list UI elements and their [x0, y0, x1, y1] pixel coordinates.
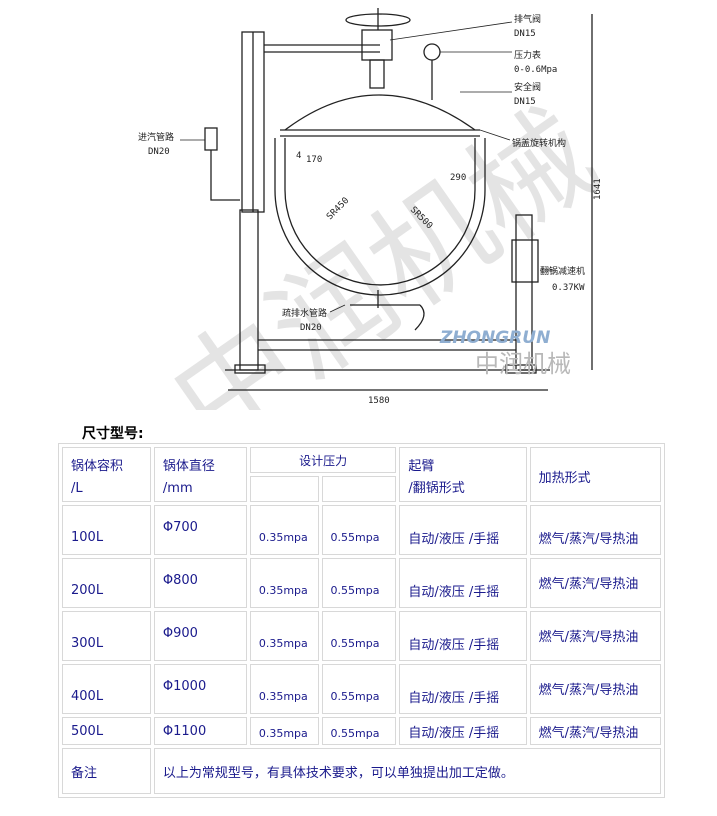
- header-diameter: 锅体直径 /mm: [153, 447, 247, 502]
- header-pressure-sub-1: [249, 476, 319, 502]
- gauge-label: 压力表: [514, 49, 541, 61]
- dim-290: 290: [450, 173, 466, 183]
- dim-sr450: SR450: [325, 196, 351, 222]
- header-pressure: 设计压力: [249, 447, 397, 473]
- dim-height: 1641: [593, 178, 603, 200]
- brand-en: ZHONGRUN: [439, 328, 550, 348]
- tilt-motor: [511, 239, 539, 283]
- note-row: 备注 以上为常规型号，有具体技术要求，可以单独提出加工定做。: [62, 748, 661, 794]
- steam-dn-label: DN20: [148, 147, 170, 157]
- table-row: 500L Φ1100 0.35mpa 0.55mpa 自动/液压 /手摇 燃气/…: [62, 717, 661, 745]
- table-row: 300L Φ900 0.35mpa 0.55mpa 自动/液压 /手摇 燃气/蒸…: [62, 611, 661, 661]
- header-heating: 加热形式: [529, 447, 661, 502]
- drain-label: 疏排水管路: [282, 307, 327, 319]
- lid-dome: [284, 94, 476, 131]
- steam-inlet-label: 进汽管路: [138, 131, 174, 143]
- table-row: 100L Φ700 0.35mpa 0.55mpa 自动/液压 /手摇 燃气/蒸…: [62, 505, 661, 555]
- dim-width: 1580: [368, 396, 390, 406]
- vent-dn-label: DN15: [514, 29, 536, 39]
- vent-valve-label: 排气阀: [514, 13, 541, 25]
- note-text: 以上为常规型号，有具体技术要求，可以单独提出加工定做。: [153, 748, 661, 794]
- gauge-range-label: 0-0.6Mpa: [514, 65, 557, 75]
- safety-dn-label: DN15: [514, 97, 536, 107]
- vessel-inner: [284, 138, 476, 286]
- lid-rotation-label: 锅盖旋转机构: [512, 137, 566, 149]
- tilt-power-label: 0.37KW: [552, 283, 585, 293]
- vessel-outer: [274, 138, 486, 296]
- header-arm: 起臂 /翻锅形式: [399, 447, 527, 502]
- drain-dn-label: DN20: [300, 323, 322, 333]
- tilt-motor-label: 翻锅减速机: [540, 265, 585, 277]
- header-volume: 锅体容积 /L: [62, 447, 151, 502]
- note-label: 备注: [62, 748, 151, 794]
- table-row: 400L Φ1000 0.35mpa 0.55mpa 自动/液压 /手摇 燃气/…: [62, 664, 661, 714]
- brand-cn: 中润机械: [475, 350, 571, 378]
- safety-valve-label: 安全阀: [514, 81, 541, 93]
- pressure-gauge: [423, 43, 441, 61]
- spec-table: 锅体容积 /L 锅体直径 /mm 设计压力 起臂 /翻锅形式 加热形式 100L…: [58, 443, 665, 798]
- kettle-diagram: 中润机械: [138, 8, 620, 410]
- dim-4: 4: [296, 151, 301, 161]
- engineering-drawing: 中润机械: [138, 8, 620, 410]
- header-pressure-sub-2: [321, 476, 397, 502]
- table-row: 200L Φ800 0.35mpa 0.55mpa 自动/液压 /手摇 燃气/蒸…: [62, 558, 661, 608]
- dim-170: 170: [306, 155, 322, 165]
- section-title: 尺寸型号:: [82, 426, 144, 442]
